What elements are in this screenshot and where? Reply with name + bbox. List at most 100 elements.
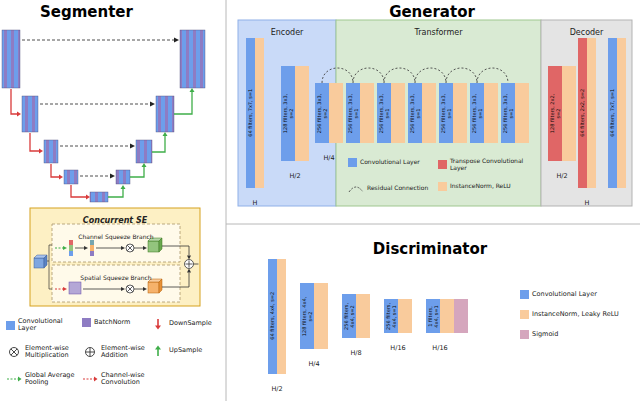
feature-cube xyxy=(148,241,159,252)
pooling-arrow xyxy=(55,248,63,249)
layer-spec: 1 filters, 4x4, s=1 xyxy=(428,302,439,330)
arrow-head xyxy=(121,287,125,291)
arrow-head xyxy=(155,326,161,330)
wire xyxy=(83,289,121,290)
wire xyxy=(194,264,199,265)
arrow-head xyxy=(110,174,115,179)
legend-item: Convolutional Layer xyxy=(520,290,597,299)
layer-bar: 256 filters, 3x3, s=1 xyxy=(439,83,453,143)
layer-spec: 256 filters, 4x4, s=1 xyxy=(386,302,397,330)
legend-arrow xyxy=(7,379,18,380)
channel-vector xyxy=(69,251,73,256)
legend-text: Channel-wise Convolution xyxy=(101,372,167,387)
arrow-head xyxy=(59,175,63,180)
upsample-arrow xyxy=(108,189,123,197)
legend-swatch xyxy=(438,182,447,191)
conv-arrow xyxy=(55,289,63,290)
feature-cube xyxy=(159,238,162,252)
label-box: H/16 xyxy=(432,335,447,354)
residual-connection xyxy=(415,68,446,83)
add-symbol xyxy=(86,348,94,356)
arrow-head xyxy=(63,287,67,291)
legend-arrow xyxy=(157,349,159,356)
arrow-head xyxy=(130,144,135,149)
legend-sample xyxy=(150,345,166,357)
panel-divider xyxy=(226,0,227,401)
size-label: H/8 xyxy=(350,349,361,357)
arrow-head xyxy=(121,246,125,250)
layer-spec: 256 filters, 3x3, s=1 xyxy=(472,88,483,139)
wire xyxy=(134,248,143,249)
size-label: H/2 xyxy=(556,172,567,180)
upsample-arrow xyxy=(152,136,165,152)
arrow-head xyxy=(39,149,43,154)
legend-item: Residual Connection xyxy=(348,182,428,194)
size-label: H/4 xyxy=(308,360,319,368)
arrow-head xyxy=(155,346,161,350)
panel-title: Segmenter xyxy=(40,3,133,21)
legend-sample xyxy=(82,373,98,385)
legend-sample xyxy=(6,346,22,358)
add-symbol xyxy=(185,260,194,269)
region-box: Spatial Squeeze Branch xyxy=(52,265,180,302)
unet-block xyxy=(22,96,38,132)
channel-vector xyxy=(69,245,73,251)
arrow-head xyxy=(142,163,147,167)
channel-vector xyxy=(69,240,73,245)
region-title: Decoder xyxy=(570,28,604,37)
label-box: H/4 xyxy=(308,351,319,370)
se-illustration xyxy=(34,238,199,294)
legend-swatch xyxy=(438,160,447,169)
legend-item: Element-wise Addition xyxy=(82,345,159,360)
wire xyxy=(47,245,52,289)
legend-swatch xyxy=(348,158,357,167)
multiply-symbol xyxy=(127,245,133,251)
residual-connection xyxy=(446,68,477,83)
channel-vector xyxy=(90,251,94,256)
region-box: Concurrent SEChannel Squeeze BranchSpati… xyxy=(30,208,200,306)
arrow-head xyxy=(174,38,179,43)
arrow-head xyxy=(63,246,67,250)
label-box: H/2 xyxy=(271,376,282,395)
arrow-head xyxy=(187,269,191,273)
legend-item: BatchNorm xyxy=(82,318,130,327)
legend-item: Channel-wise Convolution xyxy=(82,372,167,387)
spatial-map xyxy=(69,282,81,294)
channel-vector xyxy=(90,245,94,251)
skip-connection xyxy=(60,146,130,147)
region-box: Transformer256 filters, 3x3, s=1256 filt… xyxy=(336,20,541,206)
multiply-symbol xyxy=(11,349,17,355)
panel-title: Generator xyxy=(389,3,475,21)
upsample-arrow xyxy=(130,167,144,177)
region-box: Channel Squeeze Branch xyxy=(52,224,180,262)
legend-swatch xyxy=(520,310,529,319)
layer-spec: 128 filters, 4x4, s=2 xyxy=(302,291,313,342)
legend-text: Convolutional Layer xyxy=(360,159,420,166)
size-label: H/16 xyxy=(390,344,405,352)
layer-bar: 256 filters, 3x3, s=2 xyxy=(315,83,329,143)
layer-bar: 64 filters, 2x2, s=2 xyxy=(578,38,587,188)
label-box: H xyxy=(253,190,258,209)
arrow-head xyxy=(190,88,195,92)
legend-text: Element-wise Multiplication xyxy=(25,345,83,360)
legend-swatch xyxy=(6,321,15,330)
arrow-head xyxy=(86,195,90,200)
legend-text: Convolutional Layer xyxy=(18,318,80,333)
wire xyxy=(134,289,143,290)
legend-swatch xyxy=(520,330,529,339)
unet-block xyxy=(64,170,78,184)
layer-bar: 256 filters, 3x3, s=1 xyxy=(346,83,360,143)
add-symbol xyxy=(186,261,193,268)
legend-sample xyxy=(150,318,166,330)
legend-item: InstanceNorm, ReLU xyxy=(438,182,511,191)
layer-spec: 256 filters, 4x4, s=2 xyxy=(344,297,355,335)
size-label: H/16 xyxy=(432,344,447,352)
region-fill xyxy=(52,224,180,262)
unet-block xyxy=(180,30,205,88)
layer-spec: 256 filters, 3x3, s=1 xyxy=(441,88,452,139)
wire xyxy=(75,248,84,249)
arrow-head xyxy=(163,132,168,136)
region-title: Encoder xyxy=(271,28,304,37)
layer-bar: 256 filters, 3x3, s=1 xyxy=(470,83,484,143)
wire xyxy=(162,273,189,288)
